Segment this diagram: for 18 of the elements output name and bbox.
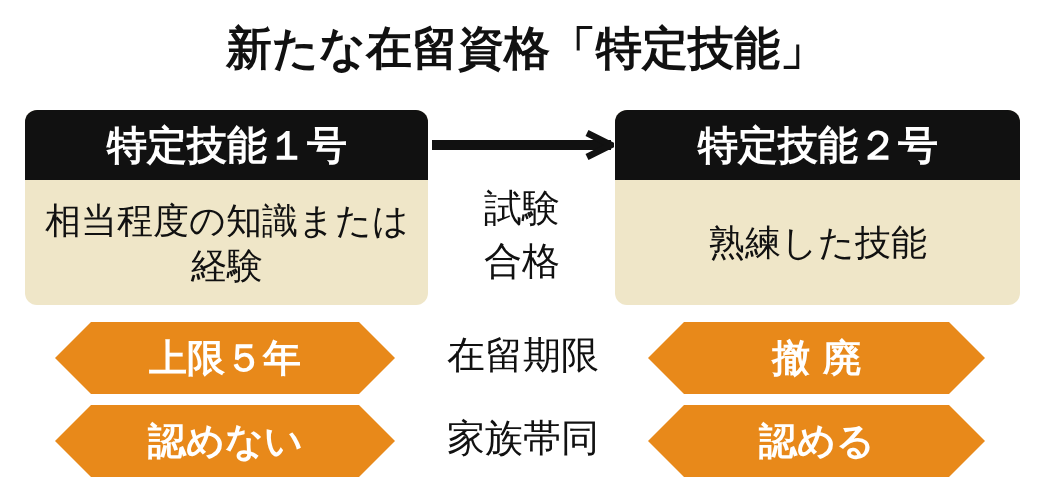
- card-header: 特定技能１号: [25, 110, 428, 180]
- arrow: [432, 129, 615, 161]
- band-label: 認めない: [146, 417, 304, 465]
- info-card: [615, 110, 1020, 305]
- row-label: 家族帯同: [445, 415, 600, 462]
- info-card: [25, 110, 428, 305]
- band-label: 上限５年: [148, 334, 302, 382]
- hexagon-band: [648, 322, 985, 394]
- card-header: 特定技能２号: [615, 110, 1020, 180]
- band-label: 撤 廃: [770, 334, 863, 382]
- card-text: 相当程度の知識または経験: [43, 198, 410, 288]
- hexagon-band: [55, 405, 395, 477]
- hexagon-band: [648, 405, 985, 477]
- hexagon-band: [55, 322, 395, 394]
- card-text: 熟練した技能: [708, 221, 927, 265]
- title: 新たな在留資格「特定技能」: [225, 20, 827, 77]
- band-label: 認める: [757, 417, 876, 465]
- row-label: 在留期限: [445, 332, 600, 379]
